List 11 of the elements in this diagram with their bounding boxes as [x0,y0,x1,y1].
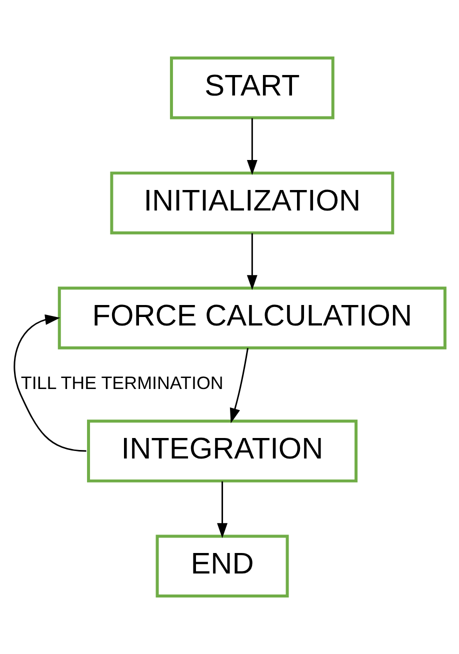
edge-label: TILL THE TERMINATION [20,373,224,394]
arrow [230,348,249,424]
node-box: INITIALIZATION [110,172,394,234]
arrow [14,314,86,452]
arrow [217,481,228,538]
node-box: END [156,534,289,598]
node-box: INTEGRATION [87,420,358,482]
arrow [246,233,258,290]
arrow [246,118,258,175]
node-box: FORCE CALCULATION [58,286,446,350]
node-box: START [170,56,334,120]
